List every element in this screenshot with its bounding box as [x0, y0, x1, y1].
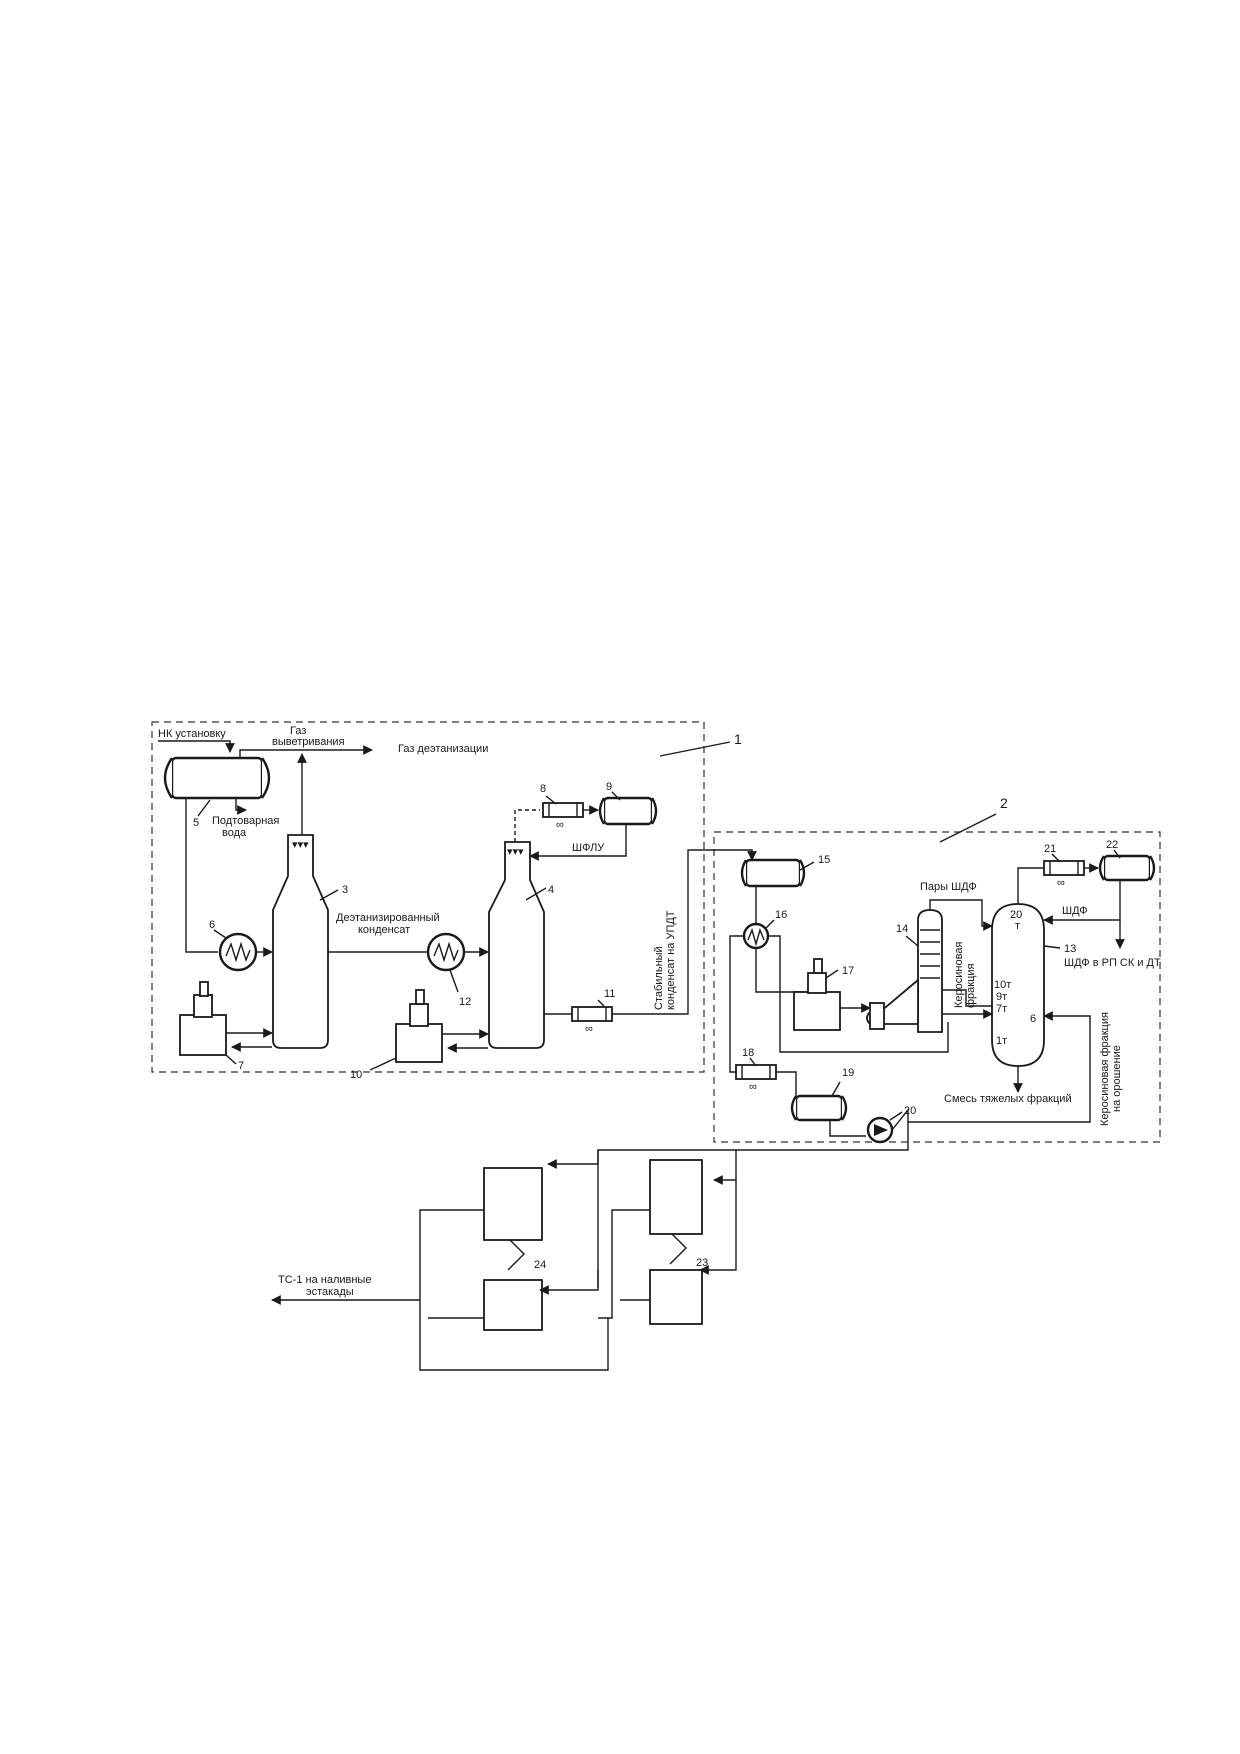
column-4: ▾▾▾: [488, 841, 545, 1049]
air-cooler-8: ∞: [542, 802, 584, 831]
tray-9: 9т: [996, 991, 1007, 1003]
svg-text:∞: ∞: [749, 1081, 757, 1093]
label-shdf: ШДФ: [1062, 905, 1088, 917]
block-2-boundary: [713, 831, 1161, 1143]
svg-text:17: 17: [842, 965, 854, 977]
air-cooler-21: ∞: [1043, 860, 1085, 889]
svg-text:14: 14: [896, 923, 908, 935]
svg-text:23: 23: [696, 1257, 708, 1269]
vessel-15: [740, 858, 806, 888]
svg-text:16: 16: [775, 909, 787, 921]
stripper-14: [866, 909, 943, 1033]
label-shdf-to-rp: ШДФ в РП СК и ДТ: [1064, 957, 1161, 969]
label-stable-condensate: Стабильныйконденсат на УПДТ: [653, 910, 677, 1010]
air-cooler-18: ∞: [735, 1064, 777, 1093]
svg-text:▾▾▾: ▾▾▾: [507, 846, 524, 858]
svg-text:9: 9: [606, 781, 612, 793]
svg-text:∞: ∞: [1057, 877, 1065, 889]
tray-1: 1т: [996, 1035, 1007, 1047]
svg-text:13: 13: [1064, 943, 1076, 955]
svg-text:12: 12: [459, 996, 471, 1008]
label-kerosene-fraction: Керосиноваяфракция: [953, 942, 977, 1008]
svg-text:7: 7: [238, 1060, 244, 1072]
pump-10: [395, 989, 443, 1063]
svg-text:8: 8: [540, 783, 546, 795]
vessel-22: [1098, 854, 1156, 882]
label-shflu: ШФЛУ: [572, 842, 605, 854]
svg-text:24: 24: [534, 1259, 546, 1271]
block-1-number: 1: [734, 731, 742, 747]
svg-text:5: 5: [193, 817, 199, 829]
svg-text:18: 18: [742, 1047, 754, 1059]
tank-24-upper: [483, 1167, 543, 1241]
vessel-9: [598, 796, 658, 826]
svg-text:∞: ∞: [556, 819, 564, 831]
label-heavy-mix: Смесь тяжелых фракций: [944, 1093, 1072, 1105]
svg-text:4: 4: [548, 884, 554, 896]
separator-5: [163, 756, 271, 800]
column-3: ▾▾▾: [272, 834, 329, 1049]
svg-text:21: 21: [1044, 843, 1056, 855]
svg-text:20: 20: [904, 1105, 916, 1117]
vessel-19: [790, 1094, 848, 1122]
column-13: [991, 903, 1045, 1067]
air-cooler-11: ∞: [571, 1006, 613, 1035]
label-gas-deethanization: Газ деэтанизации: [398, 743, 488, 755]
block-2-number: 2: [1000, 795, 1008, 811]
svg-text:6: 6: [209, 919, 215, 931]
label-nk-install: НК установку: [158, 728, 226, 740]
svg-text:3: 3: [342, 884, 348, 896]
svg-text:19: 19: [842, 1067, 854, 1079]
block-1-boundary: [151, 721, 705, 1073]
tank-24-lower: [483, 1279, 543, 1331]
label-vapors-shdf: Пары ШДФ: [920, 881, 977, 893]
tank-23-lower: [649, 1269, 703, 1325]
svg-text:∞: ∞: [585, 1023, 593, 1035]
tray-10: 10т: [994, 979, 1011, 991]
tank-23-upper: [649, 1159, 703, 1235]
svg-text:11: 11: [604, 988, 615, 1000]
svg-text:10: 10: [350, 1069, 362, 1081]
pump-17: [793, 958, 841, 1031]
tray-6: 6: [1030, 1013, 1036, 1025]
label-kerosene-reflux: Керосиновая фракцияна орошение: [1099, 1012, 1123, 1126]
pump-7: [179, 981, 227, 1056]
svg-text:▾▾▾: ▾▾▾: [292, 839, 309, 851]
tray-7: 7т: [996, 1003, 1007, 1015]
svg-text:22: 22: [1106, 839, 1118, 851]
svg-text:15: 15: [818, 854, 830, 866]
